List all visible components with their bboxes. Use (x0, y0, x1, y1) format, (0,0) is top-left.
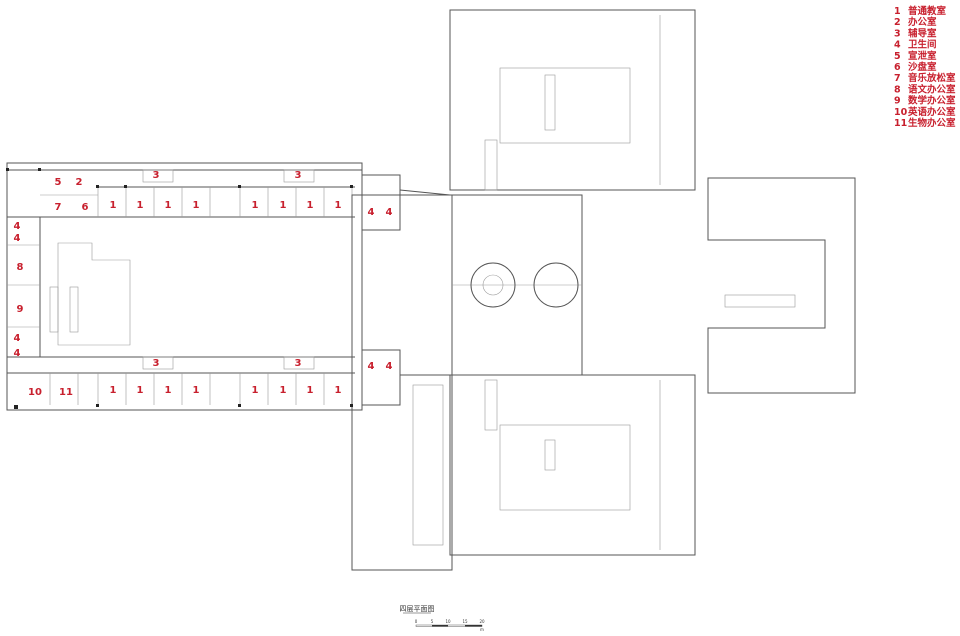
room-label: 1 (193, 200, 200, 211)
scale-tick: 5 (431, 619, 434, 624)
plan-title: 四层平面图 (400, 605, 435, 613)
legend-label: 沙盘室 (908, 61, 937, 73)
room-label: 1 (280, 200, 287, 211)
room-label: 1 (280, 385, 287, 396)
legend-number: 2 (894, 17, 901, 28)
room-label: 5 (55, 177, 62, 188)
room-label: 1 (307, 200, 314, 211)
scale-bar: 0 5 10 15 20 m (415, 619, 485, 632)
room-label: 7 (55, 202, 62, 213)
legend-label: 普通教室 (908, 5, 947, 17)
legend-number: 6 (894, 62, 901, 73)
room-label: 11 (59, 387, 73, 398)
room-label: 10 (28, 387, 42, 398)
room-label: 1 (335, 385, 342, 396)
legend-label: 音乐放松室 (908, 72, 956, 84)
legend-number: 3 (894, 28, 901, 39)
room-label: 1 (307, 385, 314, 396)
room-label: 1 (165, 385, 172, 396)
classroom-wing (6, 162, 401, 411)
east-wing (707, 177, 856, 394)
room-label: 1 (193, 385, 200, 396)
legend-label: 辅导室 (908, 27, 937, 39)
room-label: 6 (82, 202, 89, 213)
scale-unit: m (480, 627, 484, 632)
legend-number: 11 (894, 118, 907, 129)
legend-label: 语文办公室 (908, 83, 956, 95)
scale-tick: 20 (479, 619, 485, 624)
room-label: 1 (137, 200, 144, 211)
room-label: 1 (110, 200, 117, 211)
legend-label: 卫生间 (908, 39, 937, 51)
room-label: 1 (252, 385, 259, 396)
room-label: 4 (368, 207, 375, 218)
room-label: 1 (110, 385, 117, 396)
room-label: 2 (76, 177, 83, 188)
room-label: 4 (14, 348, 21, 359)
legend-number: 1 (894, 6, 901, 17)
room-label: 4 (368, 361, 375, 372)
legend-label: 办公室 (908, 16, 937, 28)
room-label: 4 (386, 207, 393, 218)
legend-number: 10 (894, 107, 908, 118)
room-label: 3 (295, 358, 302, 369)
scale-tick: 10 (445, 619, 451, 624)
legend: 1 普通教室 2 办公室 3 辅导室 4 卫生间 5 宣泄室 6 沙盘室 7 音乐放松室 8 语文办公室 9 数学… (894, 5, 956, 129)
room-label: 9 (17, 304, 24, 315)
room-label: 8 (17, 262, 24, 273)
room-label: 3 (153, 170, 160, 181)
legend-label: 宣泄室 (908, 50, 937, 62)
room-label: 4 (14, 233, 21, 244)
legend-label: 英语办公室 (908, 106, 956, 118)
scale-tick: 0 (415, 619, 418, 624)
legend-number: 7 (894, 73, 901, 84)
structural-columns (6, 168, 353, 409)
legend-number: 9 (894, 96, 901, 107)
room-label: 1 (252, 200, 259, 211)
room-label: 1 (165, 200, 172, 211)
room-label: 3 (153, 358, 160, 369)
legend-label: 数学办公室 (907, 95, 956, 107)
room-label: 4 (14, 221, 21, 232)
legend-label: 生物办公室 (908, 117, 956, 129)
room-label: 4 (386, 361, 393, 372)
room-label: 1 (335, 200, 342, 211)
central-building (351, 9, 696, 571)
room-label: 4 (14, 333, 21, 344)
scale-tick: 15 (462, 619, 468, 624)
room-label: 1 (137, 385, 144, 396)
room-label: 3 (295, 170, 302, 181)
legend-number: 8 (894, 84, 901, 95)
legend-number: 4 (894, 40, 901, 51)
room-labels: 1 1 1 1 1 1 1 1 1 1 1 1 1 1 1 1 2 3 3 3 … (14, 170, 393, 398)
legend-number: 5 (894, 51, 901, 62)
